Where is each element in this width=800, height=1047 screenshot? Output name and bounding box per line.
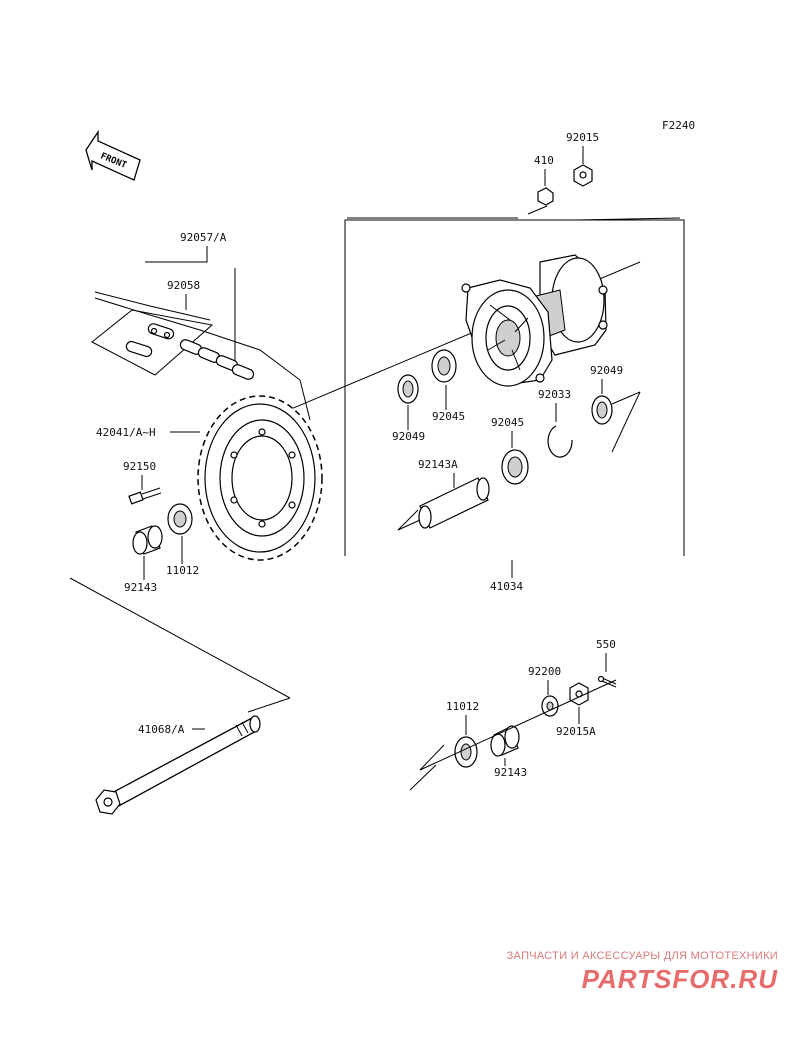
label-42041: 42041/A~H <box>96 426 156 439</box>
rear-sprocket <box>197 395 323 561</box>
label-92049-right: 92049 <box>590 364 623 377</box>
label-92057: 92057/A <box>180 231 227 244</box>
spacer-92143A <box>418 477 490 529</box>
label-92200: 92200 <box>528 665 561 678</box>
nut-410 <box>537 187 554 206</box>
spacer-92143-left <box>132 525 163 555</box>
label-41068: 41068/A <box>138 723 185 736</box>
label-41034: 41034 <box>490 580 523 593</box>
label-92143-left: 92143 <box>124 581 157 594</box>
watermark: ЗАПЧАСТИ И АКСЕССУАРЫ ДЛЯ МОТОТЕХНИКИ PA… <box>507 950 778 995</box>
label-92143A: 92143A <box>418 458 458 471</box>
label-92049-left: 92049 <box>392 430 425 443</box>
label-11012-right: 11012 <box>446 700 479 713</box>
label-550: 550 <box>596 638 616 651</box>
label-92033: 92033 <box>538 388 571 401</box>
watermark-subtitle: ЗАПЧАСТИ И АКСЕССУАРЫ ДЛЯ МОТОТЕХНИКИ <box>506 950 778 962</box>
watermark-logo: PARTSFOR.RU <box>581 964 778 994</box>
label-410: 410 <box>534 154 554 167</box>
drive-chain <box>179 339 255 380</box>
chain-master-link <box>125 323 175 358</box>
label-92058: 92058 <box>167 279 200 292</box>
rear-axle <box>95 715 261 815</box>
label-92015-top: 92015 <box>566 131 599 144</box>
figure-code: F2240 <box>662 119 695 132</box>
front-arrow-icon: FRONT <box>85 129 141 181</box>
rear-hub <box>461 254 608 387</box>
label-92045-lower: 92045 <box>491 416 524 429</box>
label-11012-left: 11012 <box>166 564 199 577</box>
circlip-92033 <box>547 425 573 458</box>
label-92045-upper: 92045 <box>432 410 465 423</box>
label-92143-right: 92143 <box>494 766 527 779</box>
label-92015A: 92015A <box>556 725 596 738</box>
bolt-92150 <box>128 487 162 505</box>
label-92150: 92150 <box>123 460 156 473</box>
cotter-pin-550 <box>597 675 617 688</box>
